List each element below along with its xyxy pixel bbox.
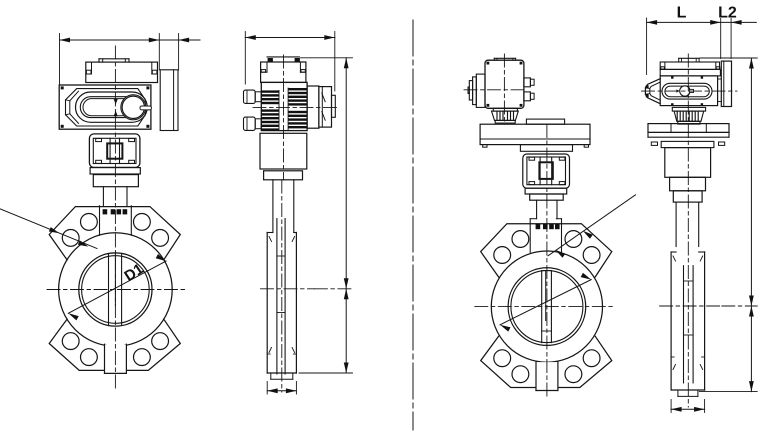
- svg-text:L: L: [677, 5, 687, 22]
- svg-text:L2: L2: [718, 5, 737, 22]
